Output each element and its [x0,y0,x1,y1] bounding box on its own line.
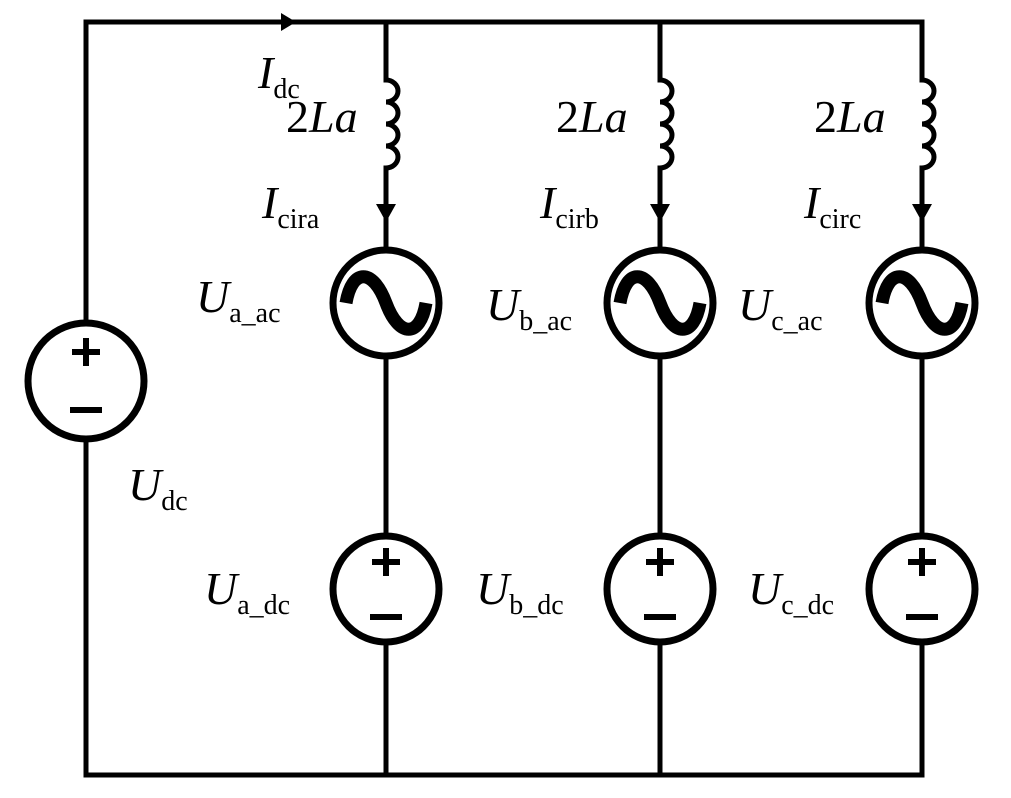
inductor-coil [385,77,401,171]
dc-source-label-b: Ub_dc [476,563,564,621]
dc-source-label-a: Ua_dc [204,563,290,621]
dc-current-label: Idc [257,47,300,105]
dc-source-label-c: Uc_dc [748,563,834,621]
inductor-label-b: 2La [556,91,628,142]
inductor-label-a: 2La [286,91,358,142]
ac-source-label-b: Ub_ac [486,279,572,337]
circulating-current-label-b: Icirb [539,177,599,235]
ac-source-label-c: Uc_ac [738,279,823,337]
sine-wave-icon [339,270,433,336]
circulating-current-label-c: Icirc [803,177,861,235]
phase-leg-c [865,19,979,778]
ac-source-label-a: Ua_ac [196,271,281,329]
dc-source-label: Udc [128,459,188,517]
circulating-current-arrow [650,204,670,222]
circulating-current-arrow [376,204,396,222]
bus-wires [83,13,925,778]
circulating-current-arrow [912,204,932,222]
sine-wave-icon [613,270,707,336]
inductor-coil [659,77,675,171]
dc-current-arrow [281,13,296,31]
circulating-current-label-a: Icira [261,177,320,235]
inductor-coil [921,77,937,171]
phase-leg-a [329,19,443,778]
sine-wave-icon [875,270,969,336]
phase-leg-b [603,19,717,778]
inductor-label-c: 2La [814,91,886,142]
main-dc-source [24,319,148,443]
